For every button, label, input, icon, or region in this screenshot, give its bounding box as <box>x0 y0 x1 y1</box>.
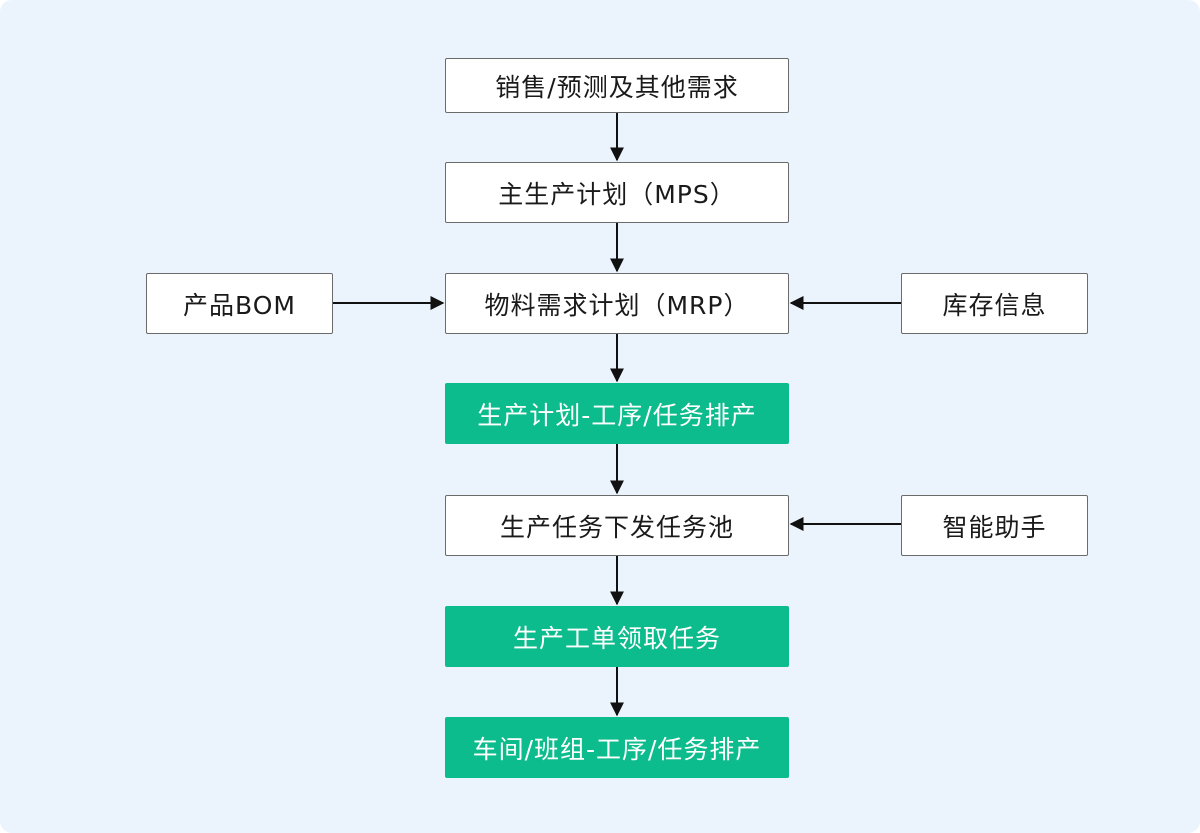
node-bom: 产品BOM <box>146 273 333 334</box>
node-task-pool: 生产任务下发任务池 <box>445 495 789 556</box>
node-work-order: 生产工单领取任务 <box>445 606 789 667</box>
node-inventory: 库存信息 <box>901 273 1088 334</box>
node-assistant: 智能助手 <box>901 495 1088 556</box>
node-mps: 主生产计划（MPS） <box>445 162 789 223</box>
node-demand: 销售/预测及其他需求 <box>445 58 789 113</box>
node-mrp: 物料需求计划（MRP） <box>445 273 789 334</box>
node-scheduling: 生产计划-工序/任务排产 <box>445 383 789 444</box>
node-workshop: 车间/班组-工序/任务排产 <box>445 717 789 778</box>
